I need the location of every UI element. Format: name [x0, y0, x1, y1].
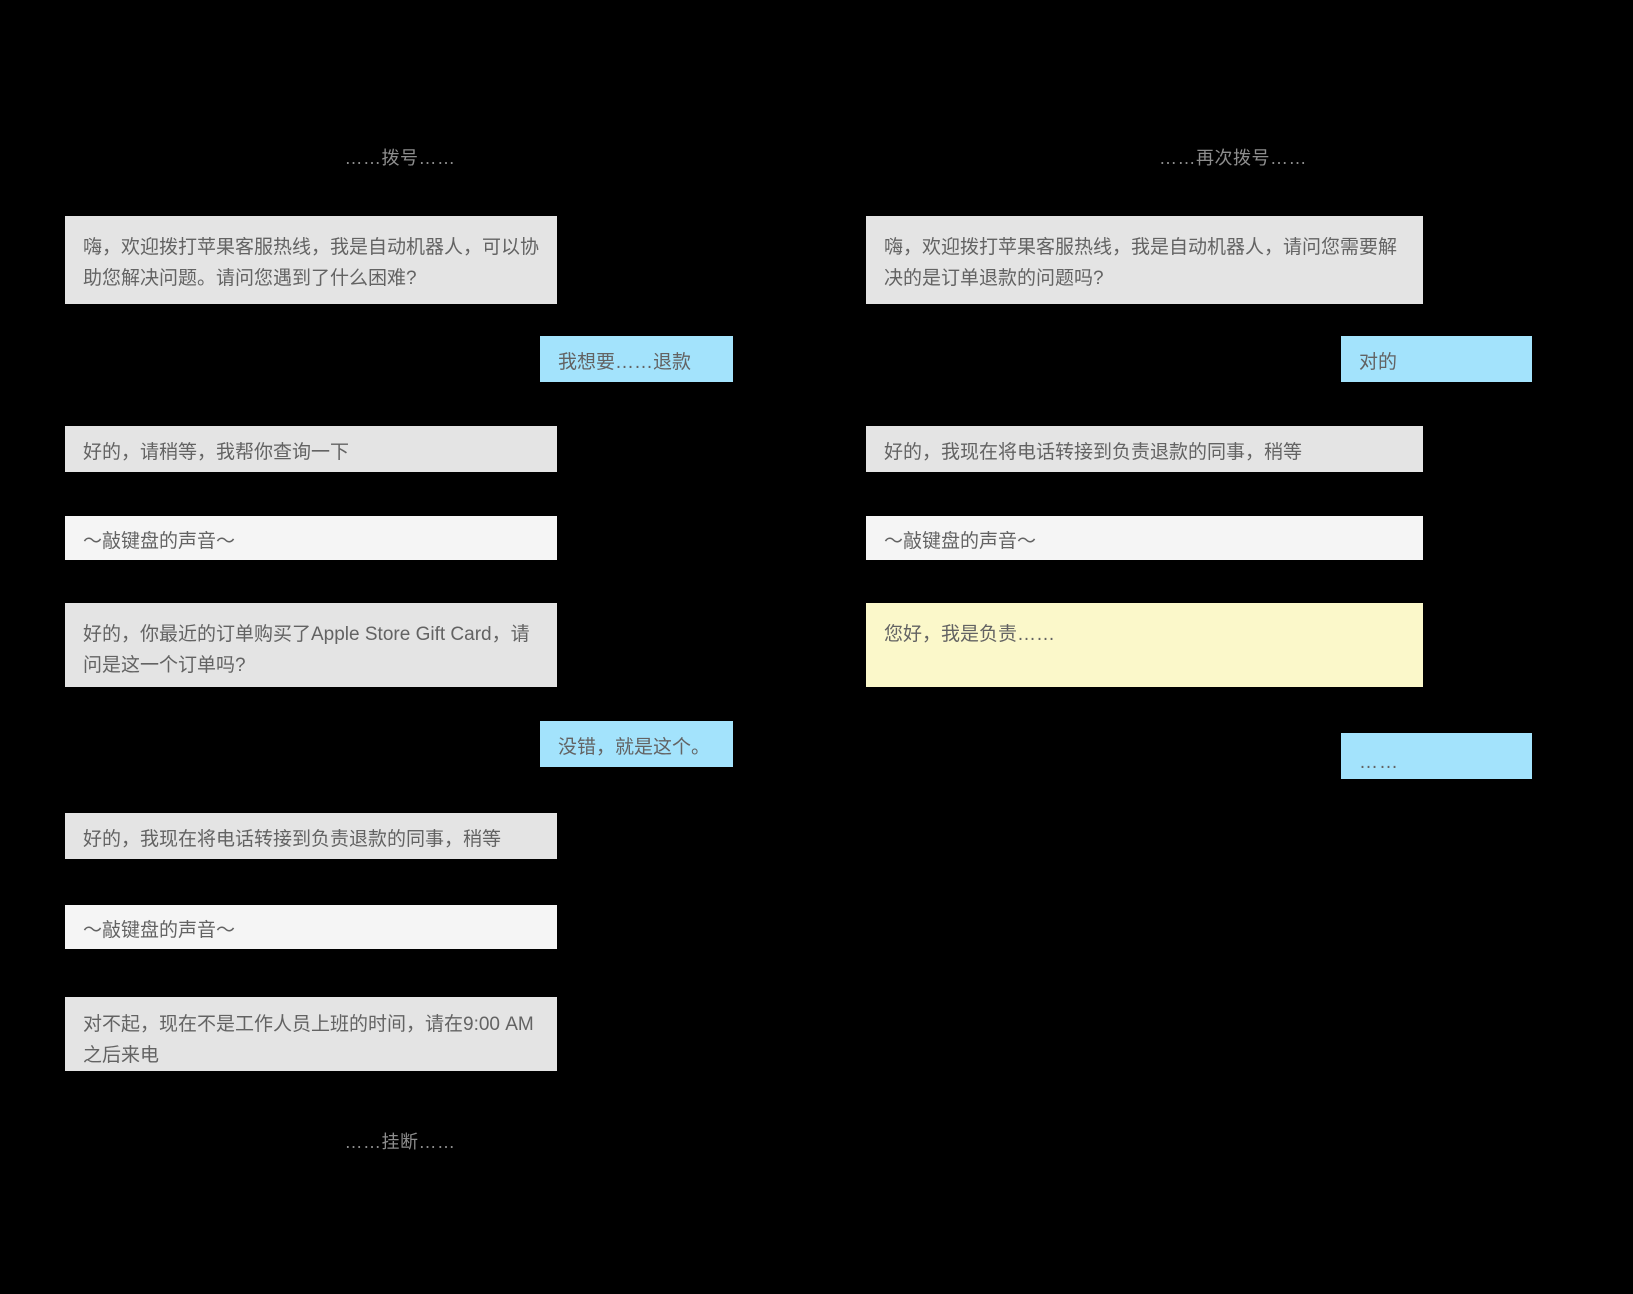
call-start-label-right: ……再次拨号…… — [1159, 148, 1307, 168]
chat-bubble-agent: 好的，你最近的订单购买了Apple Store Gift Card，请问是这一个… — [65, 603, 557, 687]
chat-bubble-user: 没错，就是这个。 — [540, 721, 733, 767]
call-thread-right: ……再次拨号…… 嗨，欢迎拨打苹果客服热线，我是自动机器人，请问您需要解决的是订… — [833, 0, 1633, 1294]
chat-bubble-agent: 好的，我现在将电话转接到负责退款的同事，稍等 — [866, 426, 1423, 472]
call-end-label-left: ……挂断…… — [344, 1132, 456, 1152]
chat-bubble-agent: 嗨，欢迎拨打苹果客服热线，我是自动机器人，可以协助您解决问题。请问您遇到了什么困… — [65, 216, 557, 304]
chat-bubble-sfx: ～敲键盘的声音～ — [65, 905, 557, 949]
chat-bubble-user: 我想要……退款 — [540, 336, 733, 382]
chat-bubble-agent: 好的，我现在将电话转接到负责退款的同事，稍等 — [65, 813, 557, 859]
call-thread-left: ……拨号…… 嗨，欢迎拨打苹果客服热线，我是自动机器人，可以协助您解决问题。请问… — [0, 0, 800, 1294]
chat-bubble-agent: 好的，请稍等，我帮你查询一下 — [65, 426, 557, 472]
call-start-label-left: ……拨号…… — [344, 148, 456, 168]
chat-bubble-user: 对的 — [1341, 336, 1532, 382]
chat-bubble-sfx: ～敲键盘的声音～ — [866, 516, 1423, 560]
chat-bubble-agent: 嗨，欢迎拨打苹果客服热线，我是自动机器人，请问您需要解决的是订单退款的问题吗? — [866, 216, 1423, 304]
chat-bubble-agent: 对不起，现在不是工作人员上班的时间，请在9:00 AM之后来电 — [65, 997, 557, 1071]
chat-bubble-human-agent: 您好，我是负责…… — [866, 603, 1423, 687]
chat-bubble-sfx: ～敲键盘的声音～ — [65, 516, 557, 560]
chat-bubble-user: …… — [1341, 733, 1532, 779]
